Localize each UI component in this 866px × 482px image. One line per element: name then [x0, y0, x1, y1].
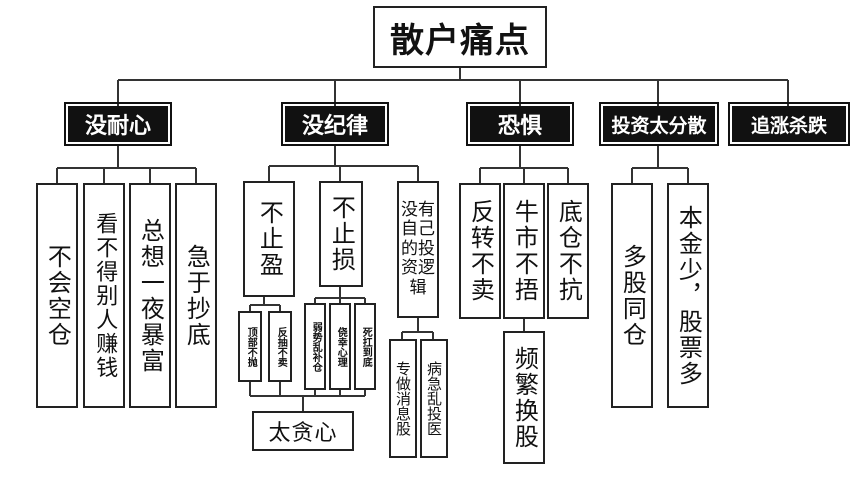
leaf-not-sell-on-rebound: 反抽不卖 — [268, 311, 292, 382]
leaf-wishful-thinking: 侥幸心理 — [329, 303, 351, 390]
leaf-frequent-switching: 频繁换股 — [503, 331, 545, 464]
leaf-no-stop-loss: 不止损 — [319, 181, 363, 287]
category-over-diversified: 投资太分散 — [599, 102, 719, 146]
leaf-no-investment-logic: 没有自己的投资逻辑 — [397, 181, 439, 318]
leaf-no-take-profit: 不止盈 — [243, 181, 295, 297]
category-chase-and-dump: 追涨杀跌 — [728, 102, 850, 146]
leaf-get-rich-overnight: 总想一夜暴富 — [129, 183, 171, 408]
leaf-hold-to-the-end: 死扛到底 — [354, 303, 376, 390]
leaf-trade-on-news: 专做消息股 — [389, 339, 417, 458]
leaf-never-hold-cash: 不会空仓 — [36, 183, 78, 408]
leaf-no-hold-in-bull: 牛市不捂 — [503, 183, 545, 319]
category-fear: 恐惧 — [466, 102, 574, 146]
leaf-random-averaging-down: 弱势乱补仓 — [304, 303, 326, 390]
leaf-envy-others-profit: 看不得别人赚钱 — [83, 183, 125, 408]
root-title: 散户痛点 — [373, 6, 547, 68]
category-impatience: 没耐心 — [64, 102, 172, 146]
leaf-no-base-position: 底仓不抗 — [547, 183, 589, 319]
leaf-not-sell-at-top: 顶部不抛 — [238, 311, 262, 382]
category-no-discipline: 没纪律 — [281, 102, 389, 146]
leaf-too-greedy: 太贪心 — [252, 411, 354, 451]
leaf-no-sell-on-reversal: 反转不卖 — [459, 183, 501, 319]
leaf-small-capital-many-stocks: 本金少，股票多 — [667, 183, 709, 408]
leaf-desperate-measures: 病急乱投医 — [420, 339, 448, 458]
leaf-rush-to-buy-dip: 急于抄底 — [175, 183, 217, 408]
leaf-many-stocks-same-weight: 多股同仓 — [611, 183, 653, 408]
